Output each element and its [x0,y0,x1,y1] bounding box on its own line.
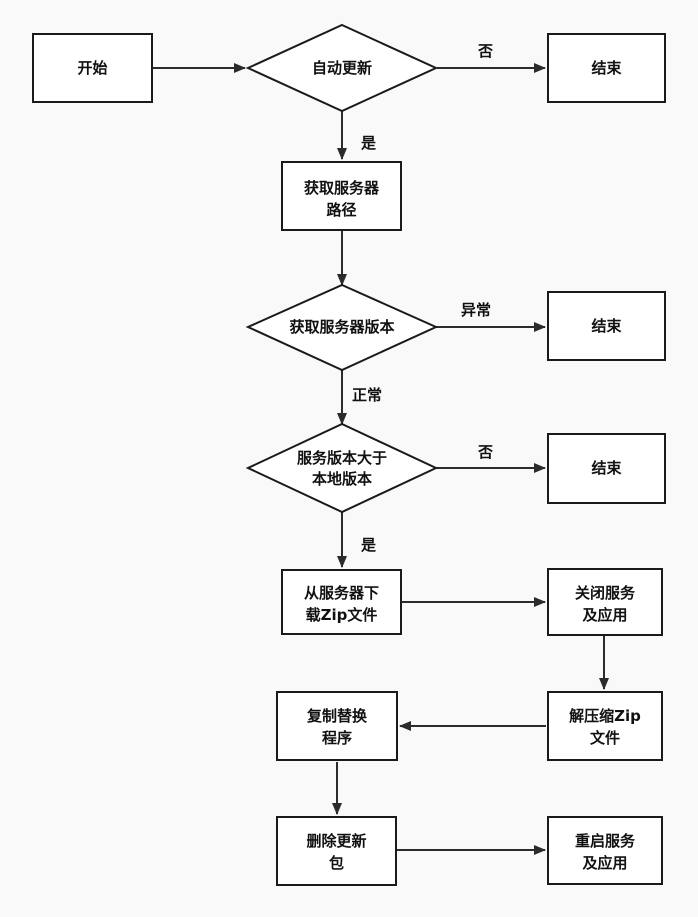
node-start-shape [32,33,153,103]
decision-get-version-shape [245,283,439,372]
decision-auto-update: 自动更新 [245,23,439,113]
node-get-path-shape [281,161,402,231]
node-unzip-label-line-1: 解压缩Zip [569,707,641,725]
node-end-1: 结束 [547,33,666,103]
node-get-path-label-line-2: 路径 [326,201,356,219]
decision-auto-update-label: 自动更新 [312,59,372,77]
node-copy-replace-label-line-2: 程序 [322,729,352,747]
node-end-3: 结束 [547,433,666,504]
edge-label-yes-1: 是 [360,134,377,152]
node-get-path-label-line-1: 获取服务器 [304,179,380,197]
decision-compare-version-shape [245,422,439,514]
decision-get-version-label: 获取服务器版本 [289,318,394,336]
node-restart-service-shape [547,816,663,885]
node-download-shape [281,569,402,635]
node-delete-package-shape [276,816,397,886]
edge-label-abnormal: 异常 [461,301,491,319]
node-unzip-label-line-2: 文件 [590,729,620,747]
edge-label-normal: 正常 [352,386,382,404]
node-end-2-shape [547,291,666,361]
node-download-label-line-1: 从服务器下 [304,584,379,602]
decision-compare-version-label-line-1: 服务版本大于 [297,449,387,467]
node-end-1-label: 结束 [591,59,622,77]
node-close-service-shape [547,568,663,636]
decision-compare-version-label-line-2: 本地版本 [312,470,372,488]
node-copy-replace-shape [276,691,398,761]
node-restart-service-label-line-2: 及应用 [582,854,627,872]
node-get-path: 获取服务器 路径 [281,161,402,231]
node-start-label: 开始 [77,59,107,77]
node-close-service-label-line-1: 关闭服务 [575,584,636,602]
node-start: 开始 [32,33,153,103]
node-delete-package-label-line-1: 删除更新 [306,832,366,850]
node-copy-replace-label-line-1: 复制替换 [306,707,368,725]
decision-auto-update-shape [245,23,439,113]
node-close-service-label-line-2: 及应用 [582,606,627,624]
edge-labels: 否 是 异常 正常 否 是 [352,42,493,554]
node-close-service: 关闭服务 及应用 [547,568,663,636]
node-download-label-line-2: 载Zip文件 [306,606,378,624]
node-end-3-shape [547,433,666,504]
node-end-2: 结束 [547,291,666,361]
decision-get-version: 获取服务器版本 [245,283,439,372]
node-end-3-label: 结束 [591,459,622,477]
edge-label-no-1: 否 [477,42,493,60]
node-copy-replace: 复制替换 程序 [276,691,398,761]
node-unzip-shape [547,691,663,761]
node-delete-package: 删除更新 包 [276,816,397,886]
node-restart-service-label-line-1: 重启服务 [575,832,636,850]
edge-label-no-2: 否 [477,443,493,461]
node-restart-service: 重启服务 及应用 [547,816,663,885]
decision-compare-version: 服务版本大于 本地版本 [245,422,439,514]
node-delete-package-label-line-2: 包 [329,854,344,872]
node-end-2-label: 结束 [591,317,622,335]
node-end-1-shape [547,33,666,103]
node-download: 从服务器下 载Zip文件 [281,569,402,635]
edge-label-yes-2: 是 [360,536,377,554]
node-unzip: 解压缩Zip 文件 [547,691,663,761]
edges [153,63,609,855]
